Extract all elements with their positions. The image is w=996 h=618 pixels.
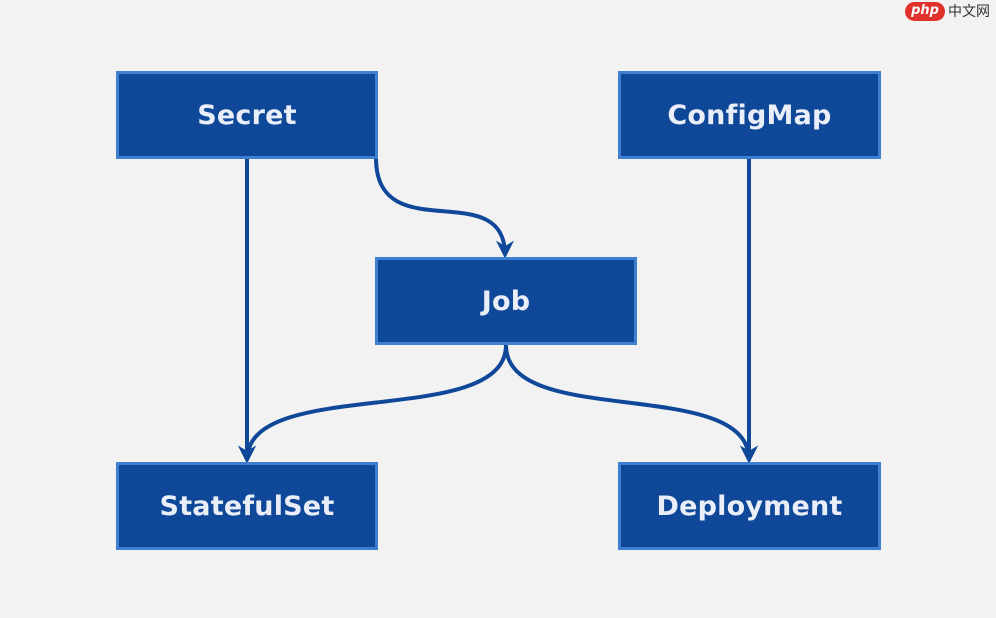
edge-job-to-deployment xyxy=(504,344,758,464)
watermark-site: 中文网 xyxy=(948,3,990,20)
node-deployment-label: Deployment xyxy=(656,490,843,522)
node-secret-label: Secret xyxy=(197,99,297,131)
node-deployment: Deployment xyxy=(618,462,881,550)
watermark-logo: php 中文网 xyxy=(905,2,990,21)
watermark-brand: php xyxy=(905,2,945,21)
edge-secret-to-job xyxy=(374,157,514,259)
node-job: Job xyxy=(375,257,637,345)
node-statefulset-label: StatefulSet xyxy=(159,490,335,522)
node-job-label: Job xyxy=(481,285,531,317)
edge-job-to-statefulset xyxy=(238,344,508,464)
node-statefulset: StatefulSet xyxy=(116,462,378,550)
node-configmap: ConfigMap xyxy=(618,71,881,159)
node-configmap-label: ConfigMap xyxy=(667,99,832,131)
node-secret: Secret xyxy=(116,71,378,159)
